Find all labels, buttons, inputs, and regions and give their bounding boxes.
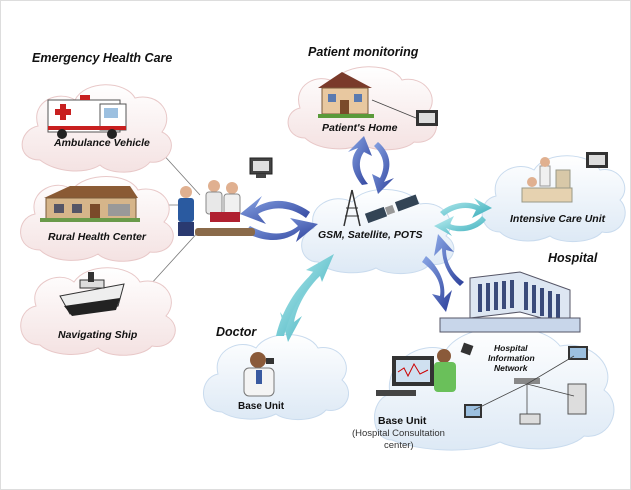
hospital-title: Hospital	[548, 251, 598, 265]
hospital-base-unit-icon	[376, 342, 474, 396]
network-label: GSM, Satellite, POTS	[318, 229, 422, 241]
doctor-icon	[243, 352, 275, 397]
home-icon	[318, 72, 438, 126]
hospital-base-sub2: center)	[384, 440, 414, 451]
doctor-title: Doctor	[216, 325, 257, 339]
doctor-cloud	[203, 334, 349, 420]
rural-label: Rural Health Center	[48, 231, 147, 243]
patient-monitoring-title: Patient monitoring	[308, 45, 419, 59]
hospital-network-devices-icon	[464, 346, 588, 425]
arrow-network-emergency	[240, 196, 318, 242]
hospital-cloud	[374, 326, 615, 451]
hospital-base-sub1: (Hospital Consultation	[352, 428, 445, 439]
arrow-network-hospital	[422, 234, 464, 312]
ambulance-icon	[47, 95, 127, 139]
rural-center-icon	[40, 186, 140, 222]
home-label: Patient's Home	[322, 122, 398, 134]
his-label-line1: Hospital	[494, 343, 528, 353]
ship-icon	[59, 272, 125, 316]
emergency-title: Emergency Health Care	[32, 51, 172, 65]
icu-label: Intensive Care Unit	[510, 213, 606, 225]
hospital-base-label: Base Unit	[378, 415, 427, 427]
ship-label: Navigating Ship	[58, 329, 138, 341]
arrow-network-home	[348, 136, 394, 194]
emergency-team-icon	[178, 180, 255, 236]
doctor-base-label: Base Unit	[238, 401, 285, 412]
arrow-network-doctor	[276, 254, 334, 342]
hospital-building-icon	[439, 271, 581, 333]
his-label-line3: Network	[494, 363, 529, 373]
arrow-network-icu	[434, 198, 492, 236]
his-label-line2: Information	[488, 353, 535, 363]
network-cloud	[301, 189, 455, 274]
emergency-monitor-icon	[249, 157, 273, 178]
icu-icon	[521, 152, 608, 203]
ambulance-label: Ambulance Vehicle	[53, 137, 150, 149]
network-icon	[343, 189, 420, 227]
